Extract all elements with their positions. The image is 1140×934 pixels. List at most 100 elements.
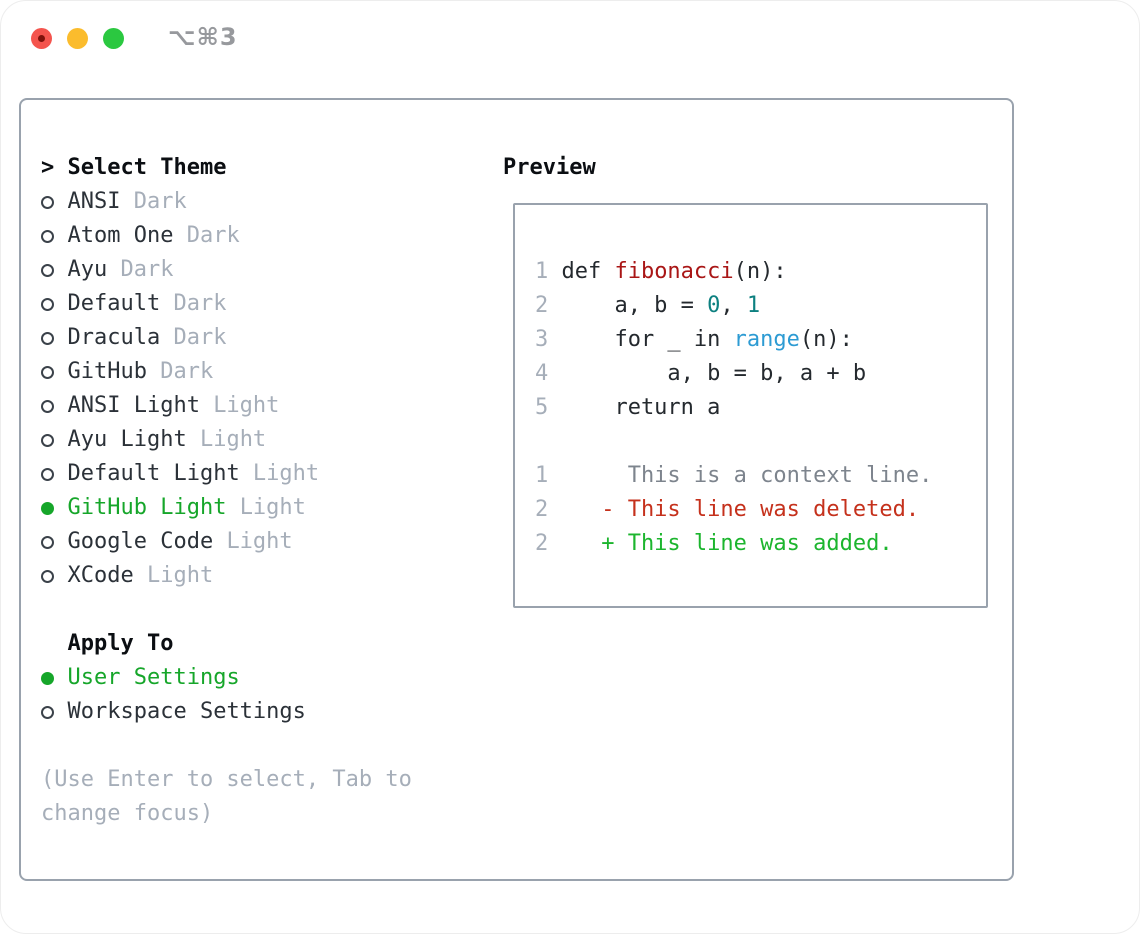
diff-line: 2 - This line was deleted. xyxy=(535,493,986,527)
preview-title: Preview xyxy=(503,155,596,180)
titlebar: ⌥⌘3 xyxy=(1,1,1139,71)
code-line: 3 for _ in range(n): xyxy=(535,323,986,357)
select-theme-title: Select Theme xyxy=(67,155,227,180)
theme-option[interactable]: Ayu Dark xyxy=(41,253,441,287)
diff-text: + This line was added. xyxy=(561,531,893,556)
preview-box: 1 def fibonacci(n): 2 a, b = 0, 1 3 for … xyxy=(513,203,988,608)
code-text: a, b = b, a + b xyxy=(561,361,867,386)
radio-icon xyxy=(41,705,54,719)
radio-icon xyxy=(41,331,54,345)
apply-to-list: User Settings Workspace Settings xyxy=(41,661,441,729)
code-preview: 1 def fibonacci(n): 2 a, b = 0, 1 3 for … xyxy=(535,255,986,425)
line-number: 1 xyxy=(535,463,549,488)
theme-option[interactable]: Default Light Light xyxy=(41,457,441,491)
select-theme-header: > Select Theme xyxy=(41,151,441,185)
theme-name: Ayu xyxy=(67,257,108,282)
radio-icon xyxy=(41,195,54,209)
spacer xyxy=(535,425,986,459)
code-line: 5 return a xyxy=(535,391,986,425)
zoom-button[interactable] xyxy=(103,28,124,49)
theme-variant-label: Light xyxy=(252,461,320,486)
apply-to-title: Apply To xyxy=(67,631,174,656)
line-number: 2 xyxy=(535,293,549,318)
apply-to-option[interactable]: User Settings xyxy=(41,661,441,695)
radio-icon xyxy=(41,399,54,413)
theme-variant-label: Light xyxy=(226,529,293,554)
theme-name: ANSI Light xyxy=(67,393,200,418)
code-text: a, b = 0, 1 xyxy=(561,293,761,318)
theme-name: Default xyxy=(67,291,161,316)
radio-icon xyxy=(41,671,54,685)
code-line: 1 def fibonacci(n): xyxy=(535,255,986,289)
theme-option[interactable]: Ayu Light Light xyxy=(41,423,441,457)
theme-variant-label: Dark xyxy=(133,189,187,214)
radio-icon xyxy=(41,433,54,447)
theme-option[interactable]: GitHub Light Light xyxy=(41,491,441,525)
keyboard-hint: (Use Enter to select, Tab to change focu… xyxy=(41,767,412,826)
theme-name: Google Code xyxy=(67,529,214,554)
diff-line: 1 This is a context line. xyxy=(535,459,986,493)
window-title: ⌥⌘3 xyxy=(168,23,238,51)
radio-icon xyxy=(41,569,54,583)
apply-to-label: User Settings xyxy=(67,665,240,690)
theme-name: ANSI xyxy=(67,189,121,214)
theme-option[interactable]: Dracula Dark xyxy=(41,321,441,355)
theme-list: ANSI Dark Atom One Dark Ayu Dark Default… xyxy=(41,185,441,593)
diff-line: 2 + This line was added. xyxy=(535,527,986,561)
radio-icon xyxy=(41,501,54,515)
spacer xyxy=(41,593,441,627)
minimize-button[interactable] xyxy=(67,28,88,49)
theme-option[interactable]: ANSI Light Light xyxy=(41,389,441,423)
code-text: def fibonacci(n): xyxy=(561,259,787,284)
line-number: 3 xyxy=(535,327,549,352)
code-text: return a xyxy=(561,395,721,420)
theme-variant-label: Light xyxy=(146,563,214,588)
theme-variant-label: Dark xyxy=(173,325,227,350)
theme-option[interactable]: GitHub Dark xyxy=(41,355,441,389)
line-number: 1 xyxy=(535,259,549,284)
theme-name: Default Light xyxy=(67,461,240,486)
close-button[interactable] xyxy=(31,28,52,49)
theme-list-column: > Select Theme ANSI Dark Atom One Dark A… xyxy=(41,151,441,831)
code-line: 2 a, b = 0, 1 xyxy=(535,289,986,323)
line-number: 5 xyxy=(535,395,549,420)
theme-variant-label: Dark xyxy=(173,291,227,316)
radio-icon xyxy=(41,229,54,243)
radio-icon xyxy=(41,365,54,379)
line-number: 4 xyxy=(535,361,549,386)
diff-text: This is a context line. xyxy=(561,463,933,488)
theme-name: GitHub Light xyxy=(67,495,227,520)
theme-name: Atom One xyxy=(67,223,174,248)
theme-variant-label: Dark xyxy=(186,223,240,248)
theme-option[interactable]: ANSI Dark xyxy=(41,185,441,219)
theme-option[interactable]: Google Code Light xyxy=(41,525,441,559)
theme-name: GitHub xyxy=(67,359,147,384)
line-number: 2 xyxy=(535,497,549,522)
apply-to-option[interactable]: Workspace Settings xyxy=(41,695,441,729)
radio-icon xyxy=(41,297,54,311)
line-number: 2 xyxy=(535,531,549,556)
theme-name: XCode xyxy=(67,563,134,588)
prompt-marker: > xyxy=(41,155,55,180)
unsaved-dot-icon xyxy=(38,35,45,42)
theme-variant-label: Light xyxy=(239,495,306,520)
theme-option[interactable]: XCode Light xyxy=(41,559,441,593)
apply-to-label: Workspace Settings xyxy=(67,699,306,724)
radio-icon xyxy=(41,263,54,277)
theme-name: Dracula xyxy=(67,325,161,350)
theme-option[interactable]: Atom One Dark xyxy=(41,219,441,253)
spacer xyxy=(41,729,441,763)
theme-name: Ayu Light xyxy=(67,427,187,452)
apply-to-header: Apply To xyxy=(41,627,441,661)
theme-option[interactable]: Default Dark xyxy=(41,287,441,321)
code-line: 4 a, b = b, a + b xyxy=(535,357,986,391)
theme-variant-label: Light xyxy=(213,393,280,418)
code-text: for _ in range(n): xyxy=(561,327,853,352)
theme-variant-label: Dark xyxy=(120,257,174,282)
theme-variant-label: Light xyxy=(199,427,267,452)
radio-icon xyxy=(41,535,54,549)
diff-preview: 1 This is a context line. 2 - This line … xyxy=(535,459,986,561)
radio-icon xyxy=(41,467,54,481)
theme-variant-label: Dark xyxy=(160,359,214,384)
